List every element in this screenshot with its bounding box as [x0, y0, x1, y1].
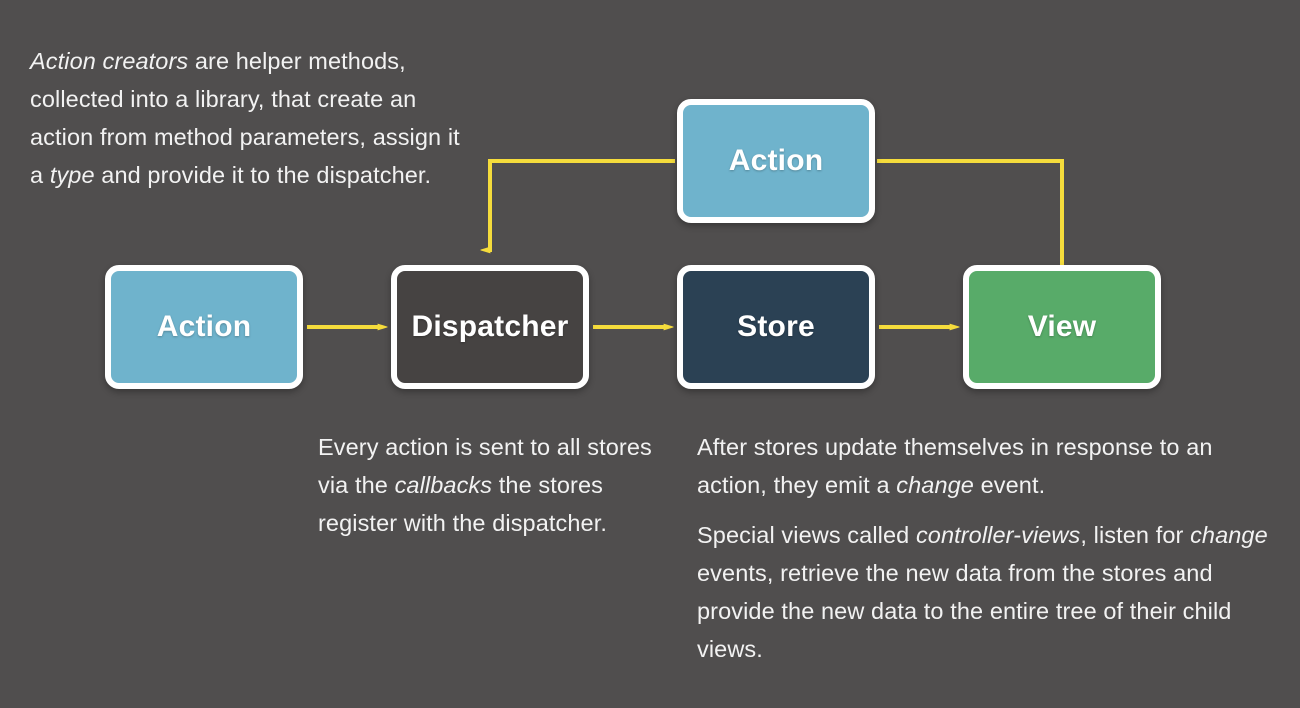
- node-dispatcher[interactable]: Dispatcher: [391, 265, 589, 389]
- node-store-label: Store: [737, 310, 815, 343]
- node-action-left[interactable]: Action: [105, 265, 303, 389]
- edge-view-to-action: [877, 159, 1064, 267]
- node-action-top-label: Action: [728, 144, 824, 177]
- note-store-view-paragraph-2: Special views called controller-views, l…: [697, 522, 1268, 662]
- note-store-view-paragraph-1: After stores update themselves in respon…: [697, 434, 1213, 498]
- edge-action-to-dispatcher-top: [490, 159, 675, 250]
- note-store-view: After stores update themselves in respon…: [697, 428, 1272, 668]
- node-view[interactable]: View: [963, 265, 1161, 389]
- node-action-top[interactable]: Action: [677, 99, 875, 223]
- note-dispatcher-text: Every action is sent to all stores via t…: [318, 434, 652, 536]
- note-dispatcher: Every action is sent to all stores via t…: [318, 428, 668, 542]
- node-store[interactable]: Store: [677, 265, 875, 389]
- node-dispatcher-label: Dispatcher: [411, 310, 569, 343]
- node-view-label: View: [1027, 310, 1097, 343]
- node-action-left-label: Action: [156, 310, 252, 343]
- note-action-creators-text: Action creators are helper methods, coll…: [30, 48, 460, 188]
- note-action-creators: Action creators are helper methods, coll…: [30, 42, 470, 194]
